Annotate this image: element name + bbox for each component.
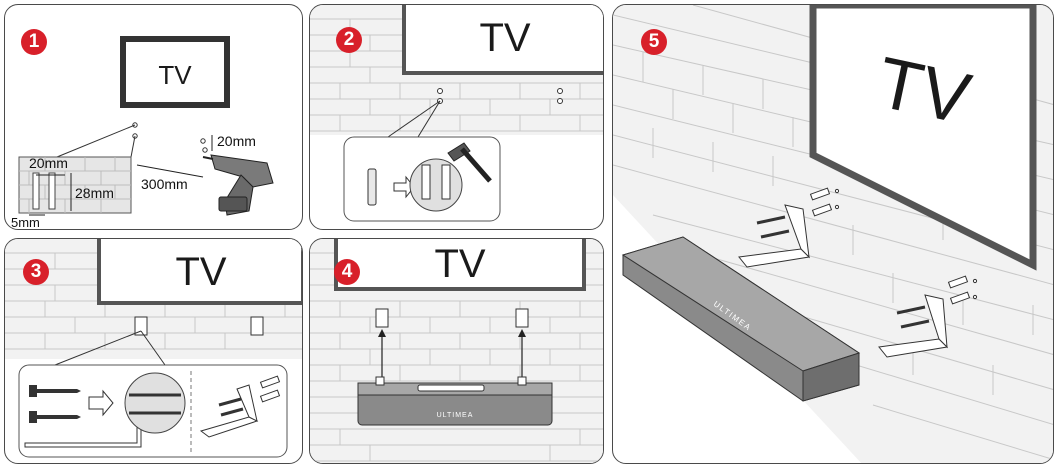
wall-bracket-2 [515,308,529,328]
step-5-illustration: TV ULTIMEA [613,5,1053,463]
wall-anchor-icon [367,168,377,206]
wall-hole-4 [557,98,563,104]
anchor-in-hole-2 [441,164,451,200]
soundbar: ULTIMEA [357,376,553,426]
step-1-badge: 1 [21,29,47,55]
hammer-icon [447,142,492,183]
step-2-illustration: TV [310,5,603,222]
step-3-panel: 3 TV [4,238,303,464]
label-hole-depth: 28mm [75,185,114,201]
step-4-illustration: TV ULTIMEA [310,239,603,463]
step-5-badge: 5 [641,29,667,55]
tv-label: TV [871,42,978,139]
drill-hole [32,172,40,210]
arrow-right-icon [393,175,415,199]
anchor-in-hole [421,164,431,200]
mounting-bracket-icon-2 [878,275,978,358]
drill-icon [202,154,274,216]
tv-label: TV [434,242,485,286]
hole-closeup [409,158,463,212]
step-2-badge: 2 [336,27,362,53]
step-1-panel: 1 TV 20mm [4,4,303,230]
tv-label: TV [479,16,530,60]
arrow-up-icon [378,329,386,337]
screw-icon-2 [29,411,81,423]
step-4-panel: 4 TV [309,238,604,464]
mounting-bracket-icon [199,375,281,438]
tv-frame [120,36,230,108]
screw-closeup [124,372,186,434]
tv-frame [809,5,1037,271]
mark-hole-right-2 [202,147,208,153]
brand-label: ULTIMEA [437,412,474,419]
step-3-illustration: TV [5,239,302,458]
zoom-line [56,124,136,158]
wall-bracket [134,316,148,336]
mark-hole-right [200,138,206,144]
step-5-panel: 5 TV [612,4,1054,464]
step-4-badge: 4 [334,259,360,285]
step-2-panel: 2 TV [309,4,604,230]
drill-hole-2 [48,172,56,210]
step-1-illustration: TV 20mm 28mm 5mm [11,36,274,230]
wall-hole [437,88,443,94]
mounting-bracket-icon [738,187,840,268]
label-spacing: 300mm [141,176,188,192]
tv-frame [334,239,586,291]
tv-frame [97,239,302,305]
zoom-line-2 [140,330,166,366]
tv-frame [402,5,603,75]
label-top-gap: 20mm [29,155,68,171]
arrow-up-icon-2 [518,329,526,337]
tv-label: TV [158,60,192,90]
wall-bracket-2 [250,316,264,336]
screw-icon [29,385,81,397]
arrow-right-icon [88,389,114,417]
tv-label: TV [175,250,226,294]
wall-bracket [375,308,389,328]
zoom-line-2 [130,135,136,158]
label-hole-diameter: 5mm [11,215,40,230]
soundbar: ULTIMEA [621,236,861,402]
wall-hole-3 [557,88,563,94]
zoom-line [54,330,142,366]
zoom-line [387,100,441,138]
label-bracket-width: 20mm [217,133,256,149]
brick-inset [18,156,132,214]
zoom-line-2 [417,100,441,138]
dim-line-spacing [136,164,204,178]
step-3-badge: 3 [23,259,49,285]
